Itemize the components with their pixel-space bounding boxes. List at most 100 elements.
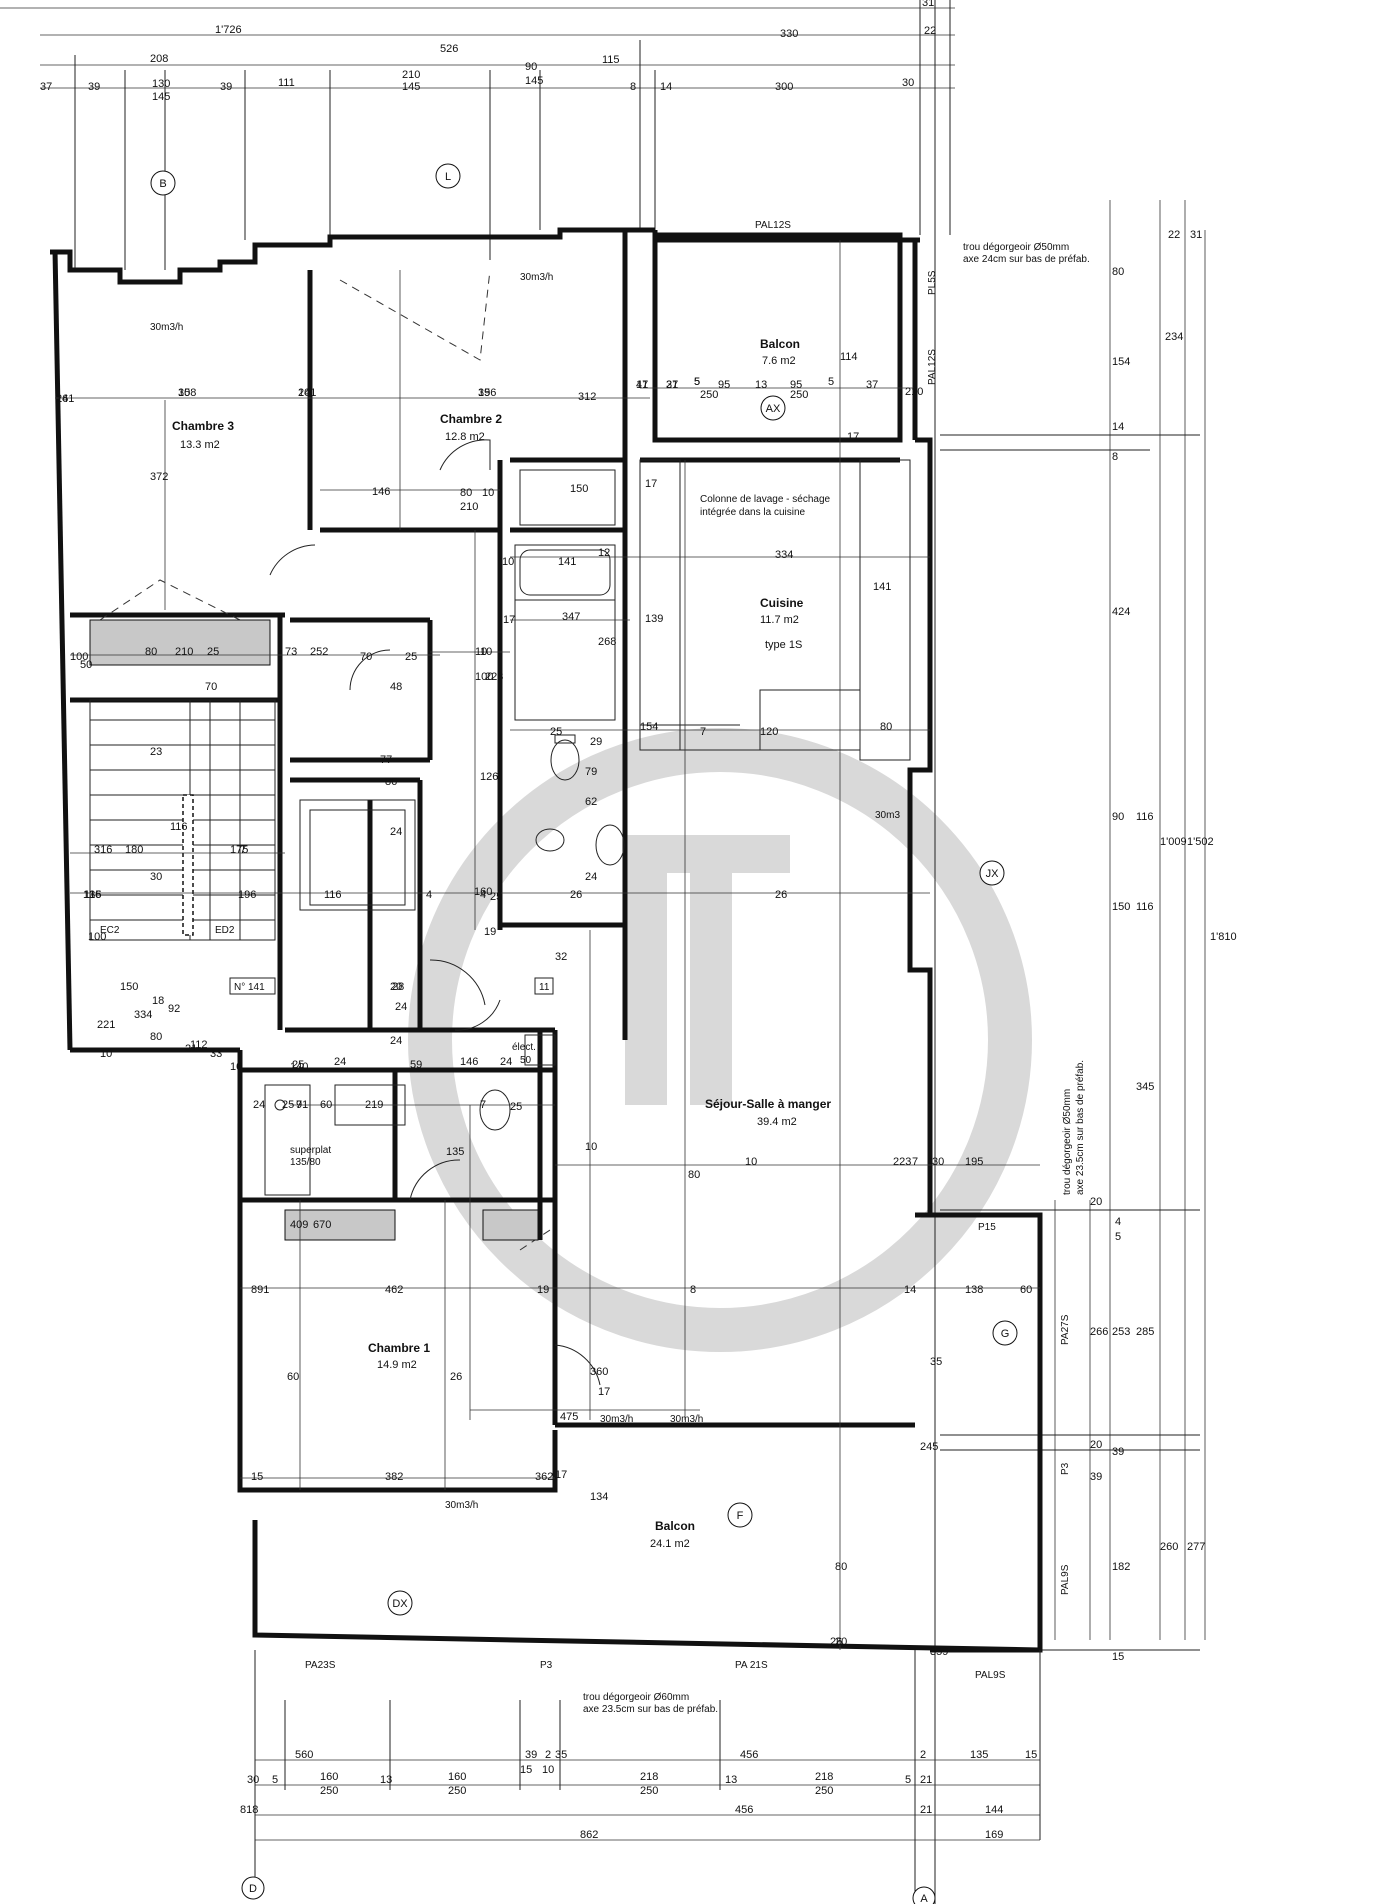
right-dimensions: 22 31 80 234 154 14 8 424 90 116 1'009 1… [940, 200, 1237, 1663]
dim-label: 59 [410, 1059, 422, 1071]
dim-label: 28 [392, 981, 404, 993]
note-drain-top-1: trou dégorgeoir Ø50mm [963, 242, 1069, 253]
dim-b-160b: 160 [448, 1771, 466, 1783]
dim-label: 10 [745, 1156, 757, 1168]
dim-r-424: 424 [1112, 606, 1130, 618]
svg-text:G: G [1001, 1328, 1010, 1340]
dim-label: 60 [287, 1371, 299, 1383]
dim-label: 195 [965, 1156, 983, 1168]
dim-r-1502: 1'502 [1187, 836, 1214, 848]
dim-145a: 145 [152, 91, 170, 103]
dim-label: 4 [426, 889, 432, 901]
dim-label: 462 [385, 1284, 403, 1296]
svg-text:JX: JX [986, 868, 1000, 880]
dim-130: 130 [152, 78, 170, 90]
note-drain-top-2: axe 24cm sur bas de préfab. [963, 254, 1090, 265]
dim-label: 180 [125, 844, 143, 856]
dim-label: 396 [478, 387, 496, 399]
dim-label: 114 [840, 351, 858, 363]
stair-label-ed2: ED2 [215, 925, 235, 936]
dim-90: 90 [525, 61, 537, 73]
axis-marker-dx: DX [387, 1590, 413, 1616]
dim-label: 670 [313, 1219, 331, 1231]
dim-label: 138 [965, 1284, 983, 1296]
svg-text:D: D [249, 1883, 257, 1895]
dim-label: 35 [930, 1356, 942, 1368]
dim-label: 475 [560, 1411, 578, 1423]
dim-label: 116 [84, 889, 102, 901]
dim-label: 150 [570, 483, 588, 495]
dim-label: 221 [97, 1019, 115, 1031]
dim-label: 26 [830, 1636, 842, 1648]
dim-label: 25 [510, 1101, 522, 1113]
dim-label: 24 [390, 826, 402, 838]
note-drain-right-1: trou dégorgeoir Ø50mm [1062, 1089, 1073, 1195]
dim-label: 4 [480, 889, 486, 901]
dim-label: 17 [503, 614, 515, 626]
dim-b-15: 15 [1025, 1749, 1037, 1761]
dim-label: 312 [578, 391, 596, 403]
note-superplat-1: superplat [290, 1145, 331, 1156]
dim-145b: 145 [402, 81, 420, 93]
room-area-chambre-1: 14.9 m2 [377, 1359, 417, 1371]
dim-label: 223 [893, 1156, 911, 1168]
dim-14: 14 [660, 81, 672, 93]
dim-label: 359 [930, 1646, 948, 1658]
svg-text:A: A [920, 1893, 928, 1904]
dim-label: 25 [207, 646, 219, 658]
dim-r-266: 266 [1090, 1326, 1108, 1338]
kitchen-cabinets [639, 459, 911, 761]
dim-r-5: 5 [1115, 1231, 1121, 1243]
dim-b-250c: 250 [640, 1785, 658, 1797]
dim-210: 210 [402, 69, 420, 81]
dim-label: 10 [100, 1048, 112, 1060]
dim-526: 526 [440, 43, 458, 55]
dim-r-15: 15 [1112, 1651, 1124, 1663]
dim-label: 7 [480, 1099, 486, 1111]
dim-label: 382 [385, 1471, 403, 1483]
dim-b-250a: 250 [320, 1785, 338, 1797]
dim-r-4: 4 [1115, 1216, 1121, 1228]
dim-label: 5 [828, 376, 834, 388]
dim-r-260: 260 [1160, 1541, 1178, 1553]
dim-label: 372 [150, 471, 168, 483]
axis-marker-a: A [912, 1886, 936, 1904]
dim-label: 146 [460, 1056, 478, 1068]
dim-r-182: 182 [1112, 1561, 1130, 1573]
dim-label: 37 [866, 379, 878, 391]
dim-label: 80 [150, 1031, 162, 1043]
dim-label: 25 [282, 1099, 294, 1111]
note-drain-bottom-2: axe 23.5cm sur bas de préfab. [583, 1704, 718, 1715]
dim-label: 19 [537, 1284, 549, 1296]
dim-label: 141 [873, 581, 891, 593]
dim-label: 347 [562, 611, 580, 623]
tag-pa27s: PA27S [1060, 1314, 1071, 1345]
room-name-chambre-2: Chambre 2 [440, 412, 502, 426]
dim-r-20b: 20 [1090, 1439, 1102, 1451]
dim-label: 70 [360, 651, 372, 663]
dim-330: 330 [780, 28, 798, 40]
top-dimensions: 1'726 31 22 330 208 526 115 37 39 130 39… [0, 0, 955, 1904]
dim-label: 77 [380, 754, 392, 766]
dim-label: 15 [251, 1471, 263, 1483]
tag-pal12s-side: PAL12S [927, 349, 938, 385]
dim-label: 30 [150, 871, 162, 883]
room-area-balcon-top: 7.6 m2 [762, 355, 796, 367]
dim-b-160a: 160 [320, 1771, 338, 1783]
dim-label: 30 [932, 1156, 944, 1168]
vent-2: 30m3/h [520, 272, 553, 283]
axis-marker-d: D [241, 1876, 265, 1900]
room-name-sejour: Séjour-Salle à manger [705, 1097, 831, 1111]
note-drain-bottom-1: trou dégorgeoir Ø60mm [583, 1692, 689, 1703]
tag-pal9s-bottom: PAL9S [975, 1670, 1006, 1681]
room-area-chambre-2: 12.8 m2 [445, 431, 485, 443]
dim-r-20a: 20 [1090, 1196, 1102, 1208]
dim-label: 334 [775, 549, 793, 561]
dim-label: 126 [480, 771, 498, 783]
dim-label: 24 [390, 1035, 402, 1047]
room-labels: Chambre 3 13.3 m2 Chambre 2 12.8 m2 Balc… [172, 337, 831, 1550]
dim-label: 17 [847, 431, 859, 443]
dim-label: 196 [238, 889, 256, 901]
dim-label: 70 [205, 681, 217, 693]
dim-label: 241 [298, 387, 316, 399]
